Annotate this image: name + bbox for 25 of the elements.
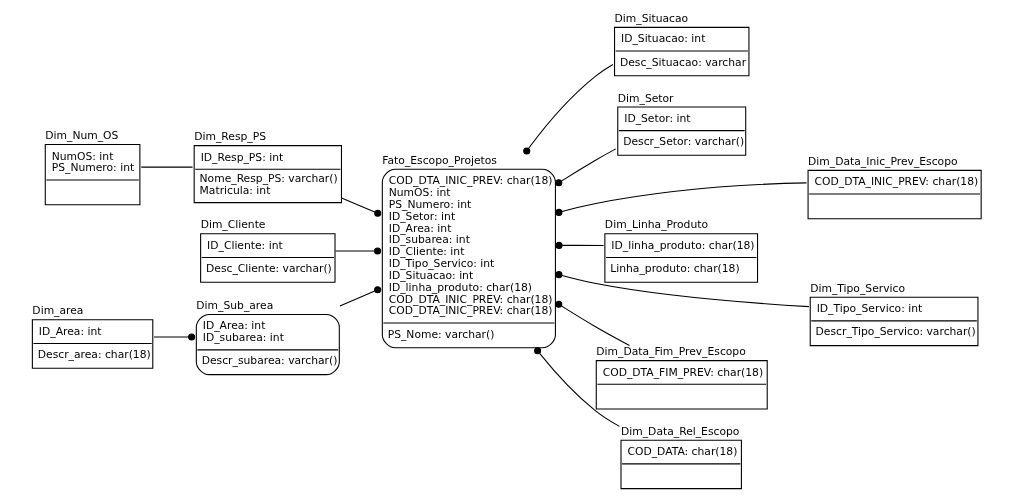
connector bbox=[338, 286, 381, 307]
node-label: Dim_Num_OS bbox=[44, 129, 118, 143]
connector bbox=[522, 63, 613, 155]
connector bbox=[555, 241, 604, 249]
connector bbox=[140, 166, 193, 168]
node-label: Dim_Data_Rel_Escopo bbox=[620, 424, 739, 438]
node-label: Dim_Data_Fim_Prev_Escopo bbox=[595, 345, 746, 359]
node-label: Dim_area bbox=[31, 304, 83, 318]
node-label: Dim_Situacao bbox=[614, 12, 688, 25]
node-label: Dim_Resp_PS bbox=[193, 130, 266, 144]
connector bbox=[334, 247, 381, 255]
node-label: Fato_Escopo_Projetos bbox=[381, 153, 497, 167]
node-label: Dim_Linha_Produto bbox=[604, 218, 708, 232]
node-label: Dim_Tipo_Servico bbox=[809, 281, 905, 295]
connector bbox=[554, 300, 630, 347]
connector bbox=[554, 182, 807, 216]
connector bbox=[152, 333, 195, 341]
connector bbox=[554, 271, 810, 308]
node-label: Dim_Sub_area bbox=[195, 299, 273, 313]
connector bbox=[533, 347, 620, 427]
connector bbox=[554, 148, 616, 187]
node-label: Dim_Data_Inic_Prev_Escopo bbox=[807, 154, 958, 168]
connector bbox=[341, 197, 381, 217]
node-label: Dim_Cliente bbox=[200, 218, 265, 232]
node-label: Dim_Setor bbox=[617, 91, 674, 105]
